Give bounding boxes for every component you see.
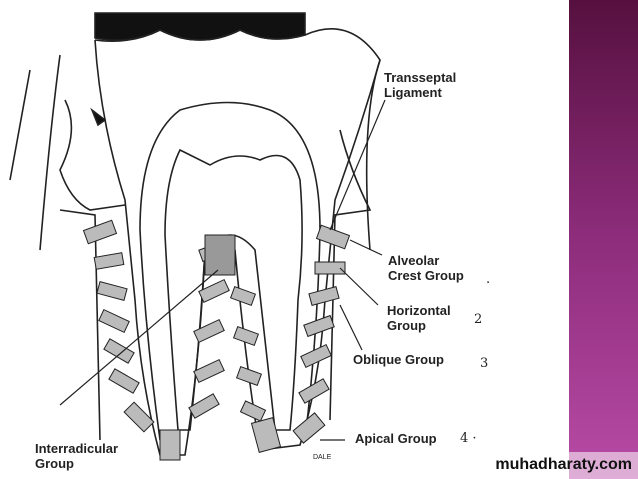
label-line: Crest Group xyxy=(388,268,464,283)
adjacent-crown-dark xyxy=(94,12,306,42)
left-bone-crest xyxy=(59,99,126,441)
artist-signature: DALE xyxy=(313,454,332,461)
label-line: Ligament xyxy=(384,85,442,100)
watermark-text: muhadharaty.com xyxy=(495,456,632,473)
handwritten-number-4: 4 · xyxy=(460,431,477,446)
handwritten-number-1: . xyxy=(486,272,491,287)
label-line: Group xyxy=(387,318,426,333)
label-alveolar-crest-group: Alveolar Crest Group xyxy=(388,253,464,283)
label-interradicular-group: Interradicular Group xyxy=(35,441,118,471)
label-line: Interradicular xyxy=(35,441,119,456)
crown-outline xyxy=(94,28,381,456)
right-outer-tooth xyxy=(365,59,381,251)
decorative-purple-sidebar xyxy=(569,0,638,479)
pulp-outline xyxy=(164,148,303,431)
label-transseptal-ligament: Transseptal Ligament xyxy=(384,70,456,100)
label-line: Alveolar xyxy=(388,253,440,268)
leader-lines xyxy=(59,99,386,441)
ligament-fibers xyxy=(82,219,351,461)
interdental-papilla xyxy=(90,107,107,127)
label-apical-group: Apical Group xyxy=(355,431,437,446)
dentin-outline xyxy=(139,101,321,441)
label-line: Horizontal xyxy=(387,303,451,318)
label-line: Transseptal xyxy=(384,70,457,85)
right-bone-crest xyxy=(329,129,372,421)
watermark: muhadharaty.com xyxy=(480,452,638,479)
handwritten-number-3: 3 xyxy=(480,356,489,371)
handwritten-number-2: 2 xyxy=(474,312,483,327)
label-horizontal-group: Horizontal Group xyxy=(387,303,451,333)
left-outer-tooth xyxy=(9,54,61,251)
tooth-periodontal-ligament-diagram xyxy=(9,12,386,461)
label-oblique-group: Oblique Group xyxy=(353,352,444,367)
label-line: Group xyxy=(35,456,74,471)
